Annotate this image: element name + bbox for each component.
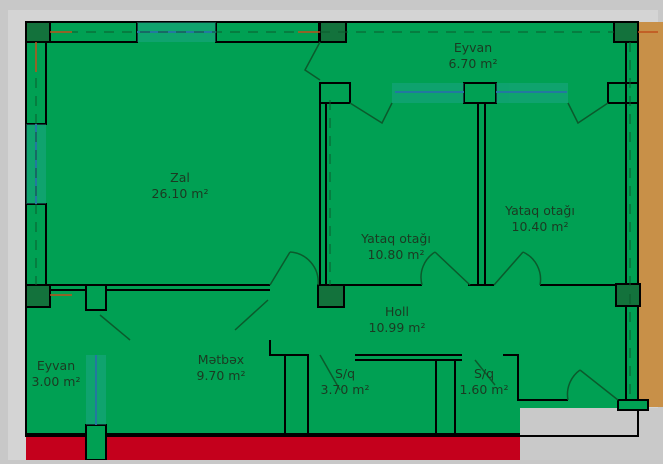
room-label-eyvan-left: Eyvan 3.00 m² xyxy=(32,358,81,390)
column xyxy=(615,283,641,307)
room-label-holl: Holl 10.99 m² xyxy=(369,304,426,336)
column xyxy=(25,21,51,43)
room-name: Yataq otağı xyxy=(361,231,431,246)
corridor-area xyxy=(26,436,520,460)
stair-area xyxy=(520,408,663,460)
room-name: Eyvan xyxy=(36,358,76,373)
room-label-yataq-2: Yataq otağı 10.40 m² xyxy=(505,203,575,235)
room-label-eyvan-top: Eyvan 6.70 m² xyxy=(449,40,498,72)
room-area: 10.99 m² xyxy=(368,320,426,335)
room-label-yataq-1: Yataq otağı 10.80 m² xyxy=(361,231,431,263)
column xyxy=(613,21,639,43)
room-name: S/q xyxy=(473,366,495,381)
room-area: 26.10 m² xyxy=(151,186,209,201)
room-name: Zal xyxy=(170,170,190,185)
room-label-zal: Zal 26.10 m² xyxy=(152,170,209,202)
room-label-metbex: Mətbəx 9.70 m² xyxy=(197,352,246,384)
room-area: 3.00 m² xyxy=(31,374,81,389)
column xyxy=(317,284,345,308)
room-name: S/q xyxy=(334,366,356,381)
room-area: 10.40 m² xyxy=(511,219,569,234)
room-name: Holl xyxy=(384,304,409,319)
room-area: 1.60 m² xyxy=(459,382,509,397)
room-name: Eyvan xyxy=(453,40,493,55)
room-area: 10.80 m² xyxy=(367,247,425,262)
adjacent-unit xyxy=(638,22,663,407)
room-area: 9.70 m² xyxy=(196,368,246,383)
room-label-sq-2: S/q 1.60 m² xyxy=(460,366,509,398)
room-label-sq-1: S/q 3.70 m² xyxy=(321,366,370,398)
room-name: Mətbəx xyxy=(197,352,245,367)
room-area: 3.70 m² xyxy=(320,382,370,397)
room-name: Yataq otağı xyxy=(505,203,575,218)
room-area: 6.70 m² xyxy=(448,56,498,71)
column xyxy=(25,284,51,308)
